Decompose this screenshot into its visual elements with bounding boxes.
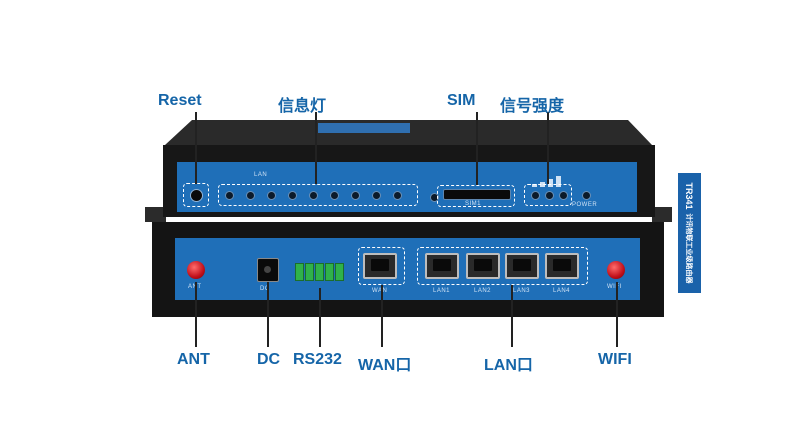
indicator-led [393, 191, 402, 200]
indicator-led [351, 191, 360, 200]
indicator-lights-highlight [218, 184, 418, 206]
wan-leader [381, 285, 383, 347]
rs232-terminal-block [295, 263, 345, 285]
signal-led [545, 191, 554, 200]
power-label: POWER [572, 202, 598, 208]
indicator-lights-callout: 信息灯 [278, 98, 327, 115]
signal-strength-highlight [524, 184, 572, 206]
lan4-label: LAN4 [553, 288, 571, 294]
mount-ear-left [145, 207, 166, 222]
wifi-callout: WIFI [598, 351, 632, 368]
rs232-callout: RS232 [293, 351, 342, 368]
sim-highlight [437, 185, 515, 207]
indicator-led [372, 191, 381, 200]
sim-slot[interactable] [443, 189, 511, 200]
indicator-led [288, 191, 297, 200]
ant-callout: ANT [177, 351, 210, 368]
indicator-led [309, 191, 318, 200]
lan3-label: LAN3 [513, 288, 531, 294]
indicator-led [267, 191, 276, 200]
lan-leader [511, 285, 513, 347]
signal-strength-callout: 信号强度 [500, 98, 565, 115]
lan-callout: LAN口 [484, 357, 533, 374]
ant-connector [187, 261, 205, 279]
signal-leader [547, 112, 549, 184]
signal-led [531, 191, 540, 200]
top-unit-label-strip [318, 123, 410, 133]
wifi-leader [616, 282, 618, 347]
sim-slot-label: SIM1 [465, 201, 482, 207]
sim-led [430, 193, 439, 202]
ant-leader [195, 282, 197, 347]
reset-callout: Reset [158, 92, 202, 109]
sim-callout: SIM [447, 92, 476, 109]
indicator-led [225, 191, 234, 200]
dc-leader [267, 282, 269, 347]
model-side-tag: TR341 计讯物联工业级路由器 [678, 173, 701, 293]
wan-port[interactable] [363, 253, 397, 279]
lan-port-1[interactable] [425, 253, 459, 279]
rs232-leader [319, 288, 321, 347]
dc-port-label: DC [260, 286, 270, 292]
mount-ear-right [652, 207, 672, 222]
lan-group-label: LAN [254, 172, 268, 178]
dc-callout: DC [257, 351, 281, 368]
lan-port-2[interactable] [466, 253, 500, 279]
lan-port-3[interactable] [505, 253, 539, 279]
top-front-panel [177, 162, 637, 212]
dc-jack [257, 258, 279, 282]
wifi-connector [607, 261, 625, 279]
lan-highlight [417, 247, 588, 285]
indicator-leader [315, 112, 317, 184]
reset-highlight [183, 183, 209, 207]
wan-callout: WAN口 [358, 357, 412, 374]
signal-led [559, 191, 568, 200]
power-led [582, 191, 591, 200]
lan-port-4[interactable] [545, 253, 579, 279]
reset-leader [195, 112, 197, 184]
indicator-led [330, 191, 339, 200]
wan-highlight [358, 247, 405, 285]
lan1-label: LAN1 [433, 288, 451, 294]
wan-port-label: WAN [372, 288, 388, 294]
wifi-port-label: WIFI [607, 284, 622, 290]
ant-port-label: ANT [188, 284, 202, 290]
reset-button[interactable] [190, 189, 203, 202]
sim-leader [476, 112, 478, 185]
model-number: TR341 [684, 182, 695, 210]
lan2-label: LAN2 [474, 288, 492, 294]
indicator-led [246, 191, 255, 200]
model-name: 计讯物联工业级路由器 [685, 213, 693, 284]
